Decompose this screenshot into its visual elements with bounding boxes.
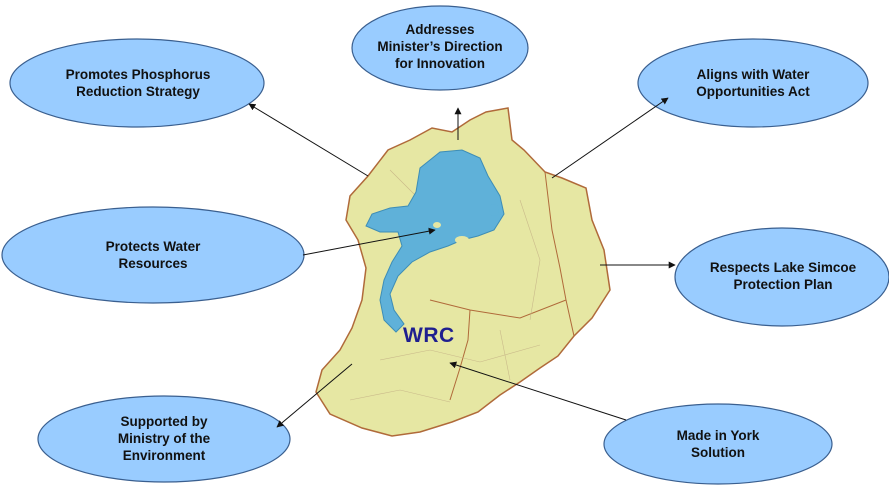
municipal-boundary: [429, 299, 567, 319]
bubble-innovation: [351, 5, 529, 91]
arrow-from-water-resources: [302, 227, 436, 256]
arrows: [248, 97, 676, 428]
bubble-innovation-text: Addresses Minister’s Direction for Innov…: [377, 22, 503, 71]
municipal-boundary: [449, 309, 471, 401]
watershed-land: [315, 107, 611, 437]
bubble-ministry-text: Supported by Ministry of the Environment: [117, 414, 211, 463]
arrow-to-water-act: [551, 97, 669, 179]
lake-simcoe: [365, 149, 505, 333]
bubble-simcoe-text: Respects Lake Simcoe Protection Plan: [709, 260, 857, 292]
center-label: WRC: [403, 324, 455, 347]
bubble-simcoe: [674, 227, 889, 327]
bubble-water-resources-text: Protects Water Resources: [105, 239, 201, 271]
bubble-ministry: [37, 395, 291, 483]
arrow-to-phosphorus: [248, 103, 369, 177]
bubble-water-act: [637, 38, 869, 128]
municipal-boundary: [544, 171, 575, 337]
bubble-phosphorus-text: Promotes Phosphorus Reduction Strategy: [65, 67, 211, 99]
bubble-water-act-text: Aligns with Water Opportunities Act: [696, 67, 810, 99]
bubble-york-text: Made in York Solution: [676, 428, 760, 460]
arrow-from-york: [449, 361, 627, 421]
watershed-map: [315, 107, 611, 437]
arrow-to-ministry: [276, 363, 353, 428]
bubble-york: [603, 403, 833, 485]
bubble-phosphorus: [9, 38, 265, 128]
bubbles: [1, 5, 889, 485]
